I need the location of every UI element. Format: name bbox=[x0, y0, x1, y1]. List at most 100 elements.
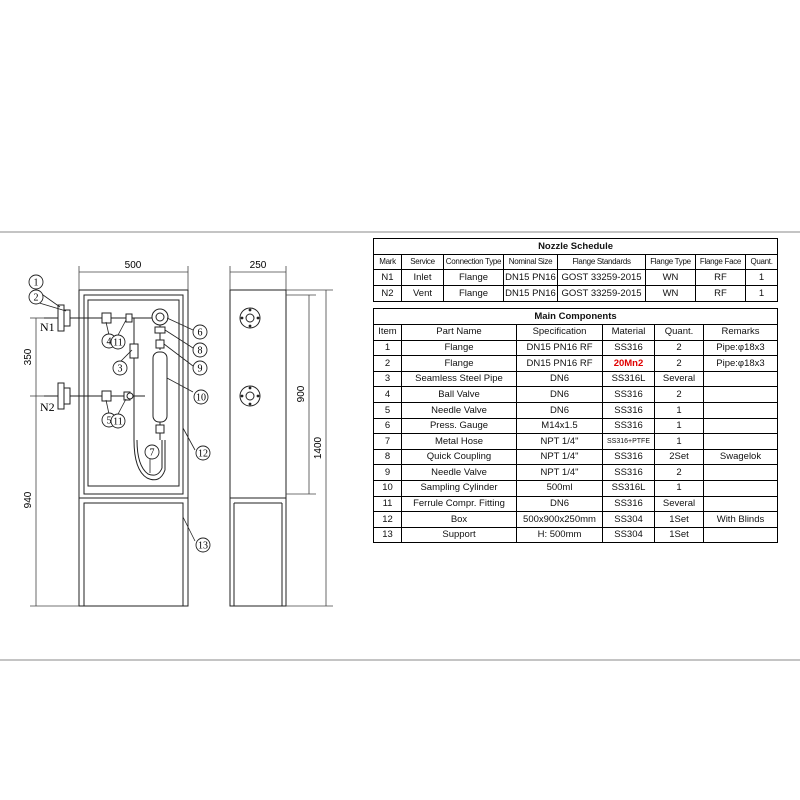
balloon: 1 bbox=[28, 274, 44, 290]
nozzle-header-cell: Flange Type bbox=[645, 254, 696, 270]
component-cell: 1 bbox=[654, 433, 704, 450]
nozzle-cell: DN15 PN16 bbox=[503, 285, 558, 302]
component-cell: Sampling Cylinder bbox=[401, 479, 517, 497]
component-cell: DN6 bbox=[516, 386, 603, 403]
nozzle-header-cell: Nominal Size bbox=[503, 254, 558, 270]
component-header-cell: Specification bbox=[516, 323, 603, 341]
nozzle-header-cell: Service bbox=[401, 254, 444, 270]
dim-1400: 1400 bbox=[313, 436, 324, 459]
component-cell: 5 bbox=[373, 401, 402, 419]
leader-lines bbox=[35, 289, 196, 542]
component-cell: 9 bbox=[373, 464, 402, 481]
component-cell: SS316 bbox=[602, 386, 655, 403]
component-cell: 13 bbox=[373, 526, 402, 544]
nozzle-cell: N2 bbox=[373, 285, 402, 302]
n2-flange bbox=[57, 382, 65, 410]
nozzle-cell: DN15 PN16 bbox=[503, 269, 558, 286]
component-cell: 1 bbox=[654, 417, 704, 435]
balloon: 9 bbox=[192, 360, 208, 376]
component-cell: SS316+PTFE bbox=[602, 433, 655, 450]
balloon-circle bbox=[192, 360, 208, 376]
front-box-inner bbox=[87, 299, 180, 487]
component-cell: Pipe:φ18x3 bbox=[703, 355, 778, 372]
component-cell: SS304 bbox=[602, 526, 655, 544]
dim-width-front: 500 bbox=[125, 260, 142, 271]
balloon: 11 bbox=[110, 334, 126, 350]
balloon-circle bbox=[192, 324, 208, 340]
component-cell: 20Mn2 bbox=[602, 355, 655, 372]
metal-hose bbox=[133, 439, 166, 481]
balloon-number: 2 bbox=[34, 293, 39, 304]
ball-valve-2 bbox=[101, 390, 112, 402]
component-cell: SS316 bbox=[602, 339, 655, 357]
component-cell: Pipe:φ18x3 bbox=[703, 339, 778, 357]
component-cell bbox=[703, 464, 778, 481]
component-header-cell: Quant. bbox=[654, 323, 704, 341]
balloon: 8 bbox=[192, 342, 208, 358]
nozzle-schedule-title: Nozzle Schedule bbox=[372, 238, 779, 255]
component-cell: Flange bbox=[401, 339, 517, 357]
component-cell: 10 bbox=[373, 479, 402, 497]
component-cell: Ball Valve bbox=[401, 386, 517, 403]
side-dimensions bbox=[229, 266, 333, 607]
nozzle-cell: WN bbox=[645, 285, 696, 302]
nozzle-header-cell: Quant. bbox=[744, 254, 779, 270]
balloon: 10 bbox=[193, 389, 209, 405]
nozzle-cell: Flange bbox=[443, 285, 504, 302]
balloon-circle bbox=[144, 444, 160, 460]
balloon-number: 11 bbox=[113, 338, 123, 349]
component-cell: Support bbox=[401, 526, 517, 544]
balloon-circle bbox=[110, 413, 126, 429]
component-cell: 11 bbox=[373, 495, 402, 513]
component-cell: Quick Coupling bbox=[401, 448, 517, 466]
nozzle-cell: 1 bbox=[744, 269, 779, 286]
balloon-number: 1 bbox=[34, 278, 39, 289]
component-cell: DN15 PN16 RF bbox=[516, 339, 603, 357]
component-cell: M14x1.5 bbox=[516, 417, 603, 435]
pressure-gauge bbox=[151, 308, 169, 326]
balloon-number: 11 bbox=[113, 417, 123, 428]
main-components-title: Main Components bbox=[373, 308, 778, 325]
nozzle-cell: N1 bbox=[373, 269, 402, 286]
component-cell: SS316L bbox=[602, 479, 655, 497]
component-cell bbox=[703, 386, 778, 403]
nozzle-header-cell: Flange Standards bbox=[557, 254, 646, 270]
label-n2: N2 bbox=[40, 400, 55, 414]
component-cell bbox=[703, 433, 778, 450]
component-cell: SS316L bbox=[602, 370, 655, 388]
nozzle-cell: Flange bbox=[443, 269, 504, 286]
balloon-circle bbox=[110, 334, 126, 350]
component-cell: 500x900x250mm bbox=[516, 511, 603, 528]
front-box-outer bbox=[83, 294, 184, 495]
component-cell: DN15 PN16 RF bbox=[516, 355, 603, 372]
nozzle-cell: WN bbox=[645, 269, 696, 286]
balloon-number: 8 bbox=[198, 346, 203, 357]
component-cell: Needle Valve bbox=[401, 464, 517, 481]
component-cell: 500ml bbox=[516, 479, 603, 497]
dim-width-side: 250 bbox=[250, 260, 267, 271]
balloon-number: 7 bbox=[150, 448, 155, 459]
component-cell: DN6 bbox=[516, 370, 603, 388]
component-cell: Box bbox=[401, 511, 517, 528]
component-cell: NPT 1/4" bbox=[516, 464, 603, 481]
component-cell: Swagelok bbox=[703, 448, 778, 466]
component-cell: 1 bbox=[654, 401, 704, 419]
label-n1: N1 bbox=[40, 320, 55, 334]
dim-940: 940 bbox=[23, 491, 34, 508]
balloon-number: 6 bbox=[198, 328, 203, 339]
component-cell: With Blinds bbox=[703, 511, 778, 528]
component-cell: SS304 bbox=[602, 511, 655, 528]
component-cell bbox=[703, 370, 778, 388]
component-cell: 12 bbox=[373, 511, 402, 528]
